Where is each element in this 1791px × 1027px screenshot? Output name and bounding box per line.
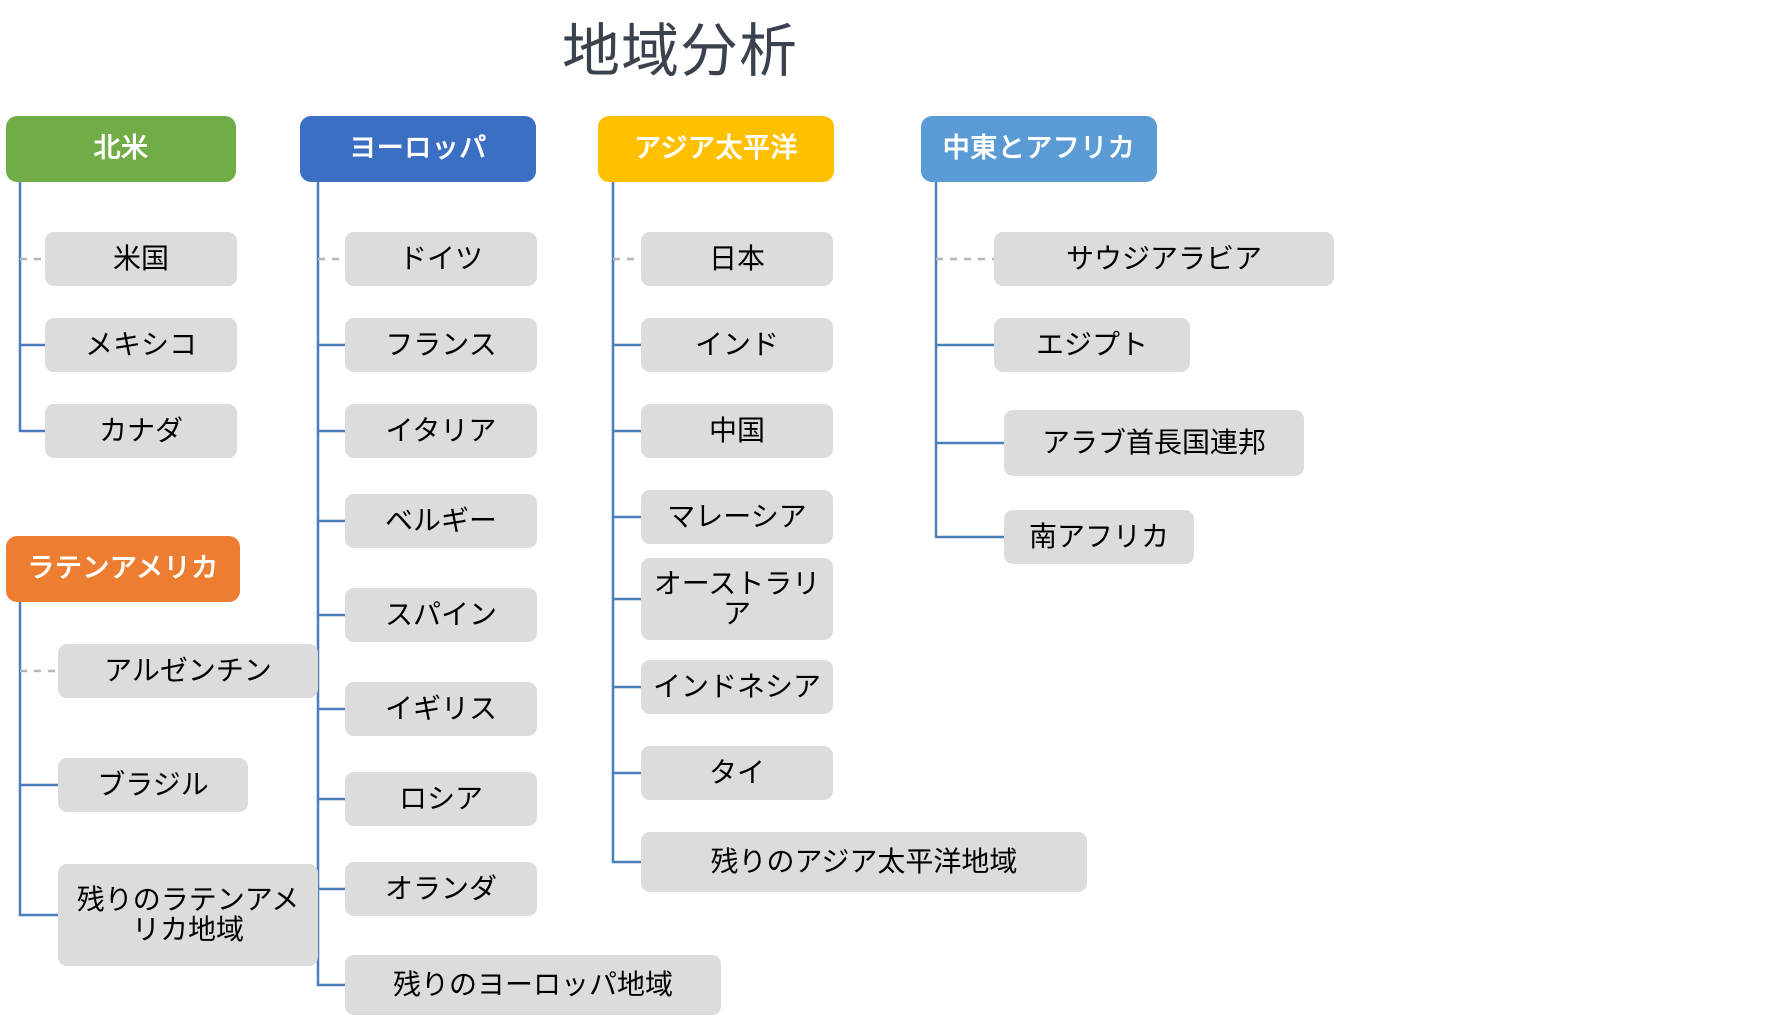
leaf-node-brazil[interactable]: ブラジル	[58, 758, 248, 812]
leaf-node-belgium[interactable]: ベルギー	[345, 494, 537, 548]
leaf-node-canada[interactable]: カナダ	[45, 404, 237, 458]
leaf-node-uae[interactable]: アラブ首長国連邦	[1004, 410, 1304, 476]
leaf-node-label: 残りのラテンアメリカ地域	[76, 883, 300, 945]
leaf-node-spain[interactable]: スパイン	[345, 588, 537, 642]
leaf-node-china[interactable]: 中国	[641, 404, 833, 458]
leaf-node-germany[interactable]: ドイツ	[345, 232, 537, 286]
leaf-node-label: カナダ	[98, 415, 183, 447]
branch-root-middle-east-africa[interactable]: 中東とアフリカ	[921, 116, 1157, 182]
leaf-node-egypt[interactable]: エジプト	[994, 318, 1190, 372]
leaf-node-mexico[interactable]: メキシコ	[45, 318, 237, 372]
leaf-node-label: ベルギー	[384, 505, 497, 537]
leaf-node-label: サウジアラビア	[1065, 243, 1262, 275]
leaf-node-italy[interactable]: イタリア	[345, 404, 537, 458]
leaf-node-label: ブラジル	[97, 769, 209, 801]
branch-root-europe[interactable]: ヨーロッパ	[300, 116, 536, 182]
leaf-node-rest-of-latin-america[interactable]: 残りのラテンアメリカ地域	[58, 864, 318, 966]
leaf-node-argentina[interactable]: アルゼンチン	[58, 644, 318, 698]
leaf-node-france[interactable]: フランス	[345, 318, 537, 372]
page-title: 地域分析	[561, 19, 798, 84]
branch-root-label: 北米	[93, 133, 149, 164]
leaf-node-australia[interactable]: オーストラリア	[641, 558, 833, 640]
leaf-node-label: 残りのヨーロッパ地域	[392, 969, 673, 1001]
leaf-node-label: オランダ	[384, 873, 497, 905]
leaf-node-label: 南アフリカ	[1028, 521, 1169, 553]
leaf-node-malaysia[interactable]: マレーシア	[641, 490, 833, 544]
branch-root-label: ヨーロッパ	[349, 133, 487, 164]
connector-eu-trunk	[316, 182, 345, 987]
leaf-node-thailand[interactable]: タイ	[641, 746, 833, 800]
leaf-node-uk[interactable]: イギリス	[345, 682, 537, 736]
leaf-node-south-africa[interactable]: 南アフリカ	[1004, 510, 1194, 564]
leaf-node-russia[interactable]: ロシア	[345, 772, 537, 826]
leaf-node-label: フランス	[385, 329, 497, 361]
leaf-node-label: インドネシア	[652, 671, 821, 703]
leaf-node-label: エジプト	[1035, 329, 1148, 361]
leaf-node-label: イギリス	[384, 693, 497, 725]
leaf-node-netherlands[interactable]: オランダ	[345, 862, 537, 916]
leaf-node-label: アラブ首長国連邦	[1041, 427, 1266, 459]
connector-la-trunk	[18, 602, 58, 917]
leaf-node-us[interactable]: 米国	[45, 232, 237, 286]
leaf-node-label: アルゼンチン	[104, 655, 272, 687]
leaf-node-label: 残りのアジア太平洋地域	[710, 846, 1018, 878]
leaf-node-label: ロシア	[398, 783, 483, 815]
leaf-node-indonesia[interactable]: インドネシア	[641, 660, 833, 714]
connector-ap-trunk	[611, 182, 641, 864]
leaf-node-label: ドイツ	[398, 243, 483, 275]
branch-root-asia-pacific[interactable]: アジア太平洋	[598, 116, 834, 182]
leaf-node-label: マレーシア	[667, 501, 807, 533]
leaf-node-rest-of-europe[interactable]: 残りのヨーロッパ地域	[345, 955, 721, 1015]
leaf-node-label: 米国	[112, 243, 169, 275]
leaf-node-india[interactable]: インド	[641, 318, 833, 372]
connector-na-trunk	[18, 182, 45, 433]
branch-root-latin-america[interactable]: ラテンアメリカ	[6, 536, 240, 602]
leaf-node-saudi-arabia[interactable]: サウジアラビア	[994, 232, 1334, 286]
branch-root-label: 中東とアフリカ	[942, 133, 1136, 164]
branch-root-north-america[interactable]: 北米	[6, 116, 236, 182]
leaf-node-label: オーストラリア	[653, 567, 821, 629]
branch-root-label: アジア太平洋	[634, 133, 798, 164]
leaf-node-label: スパイン	[384, 599, 497, 631]
leaf-node-label: 中国	[708, 415, 765, 447]
leaf-node-label: メキシコ	[84, 329, 197, 361]
leaf-node-label: イタリア	[385, 415, 497, 447]
leaf-node-japan[interactable]: 日本	[641, 232, 833, 286]
branch-root-label: ラテンアメリカ	[27, 553, 219, 584]
leaf-node-label: 日本	[708, 243, 765, 275]
leaf-node-label: タイ	[708, 757, 765, 789]
leaf-node-label: インド	[694, 329, 779, 361]
leaf-node-rest-of-asia-pacific[interactable]: 残りのアジア太平洋地域	[641, 832, 1087, 892]
